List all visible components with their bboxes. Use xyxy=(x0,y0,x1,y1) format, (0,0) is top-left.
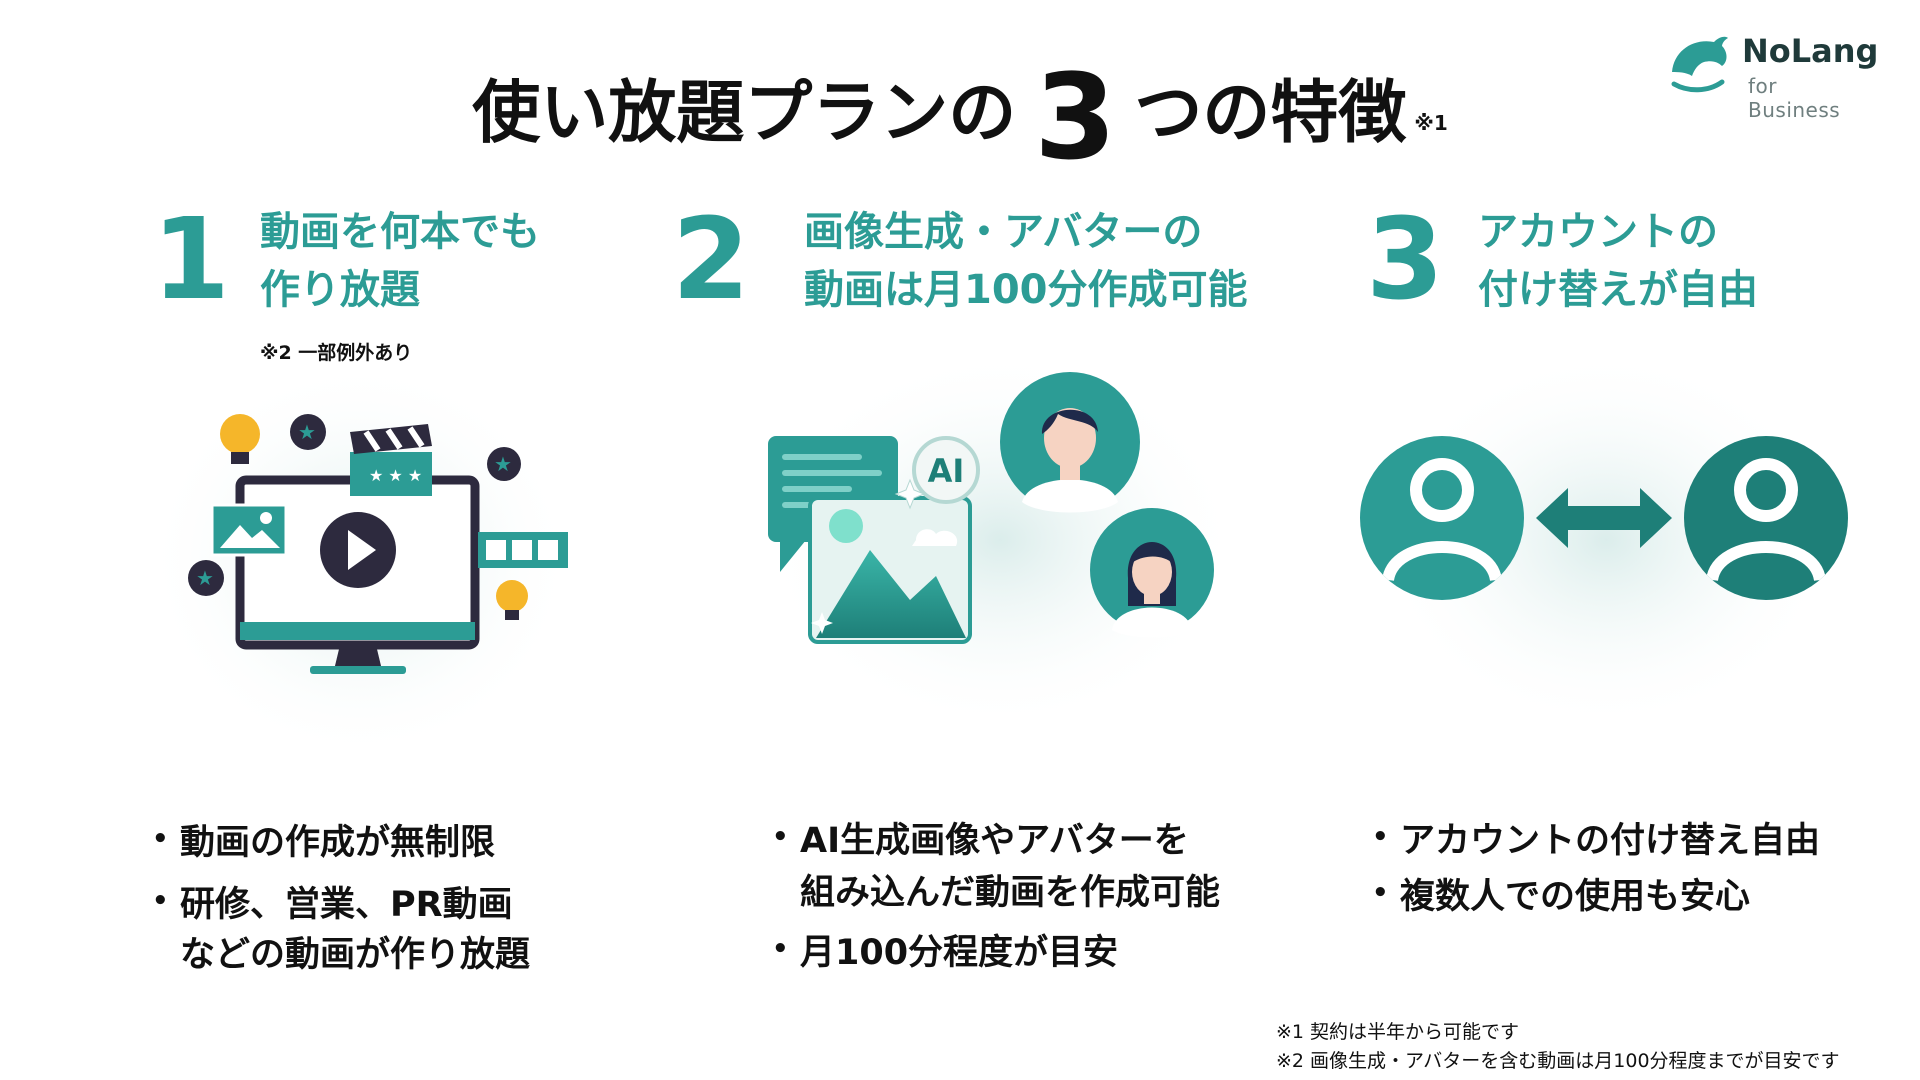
feature-3-number: 3 xyxy=(1366,195,1444,325)
clapperboard-icon: ★ ★ ★ xyxy=(350,424,432,496)
feature-2-line1: 画像生成・アバターの xyxy=(804,209,1203,255)
list-item: •月100分程度が目安 xyxy=(772,933,1119,973)
title-prefix: 使い放題プランの xyxy=(472,74,1017,153)
avatar-man-icon xyxy=(1000,372,1140,513)
footnote-2: ※2 画像生成・アバターを含む動画は月100分程度までが目安です xyxy=(1276,1050,1840,1072)
ai-badge-icon: AI xyxy=(912,436,980,504)
feature-1-line1: 動画を何本でも xyxy=(260,209,540,255)
dolphin-logo-icon xyxy=(1671,36,1728,93)
footnote-1: ※1 契約は半年から可能です xyxy=(1276,1021,1520,1043)
feature-3-line2: 付け替えが自由 xyxy=(1478,267,1758,313)
feature-3-line1: アカウントの xyxy=(1478,209,1718,255)
svg-text:★: ★ xyxy=(196,566,214,590)
list-item-continuation: などの動画が作り放題 xyxy=(180,935,531,975)
user-account-icon xyxy=(1684,436,1848,600)
svg-text:★: ★ xyxy=(494,452,512,476)
star-badge-icon: ★ xyxy=(487,447,521,481)
user-account-icon xyxy=(1360,436,1524,600)
title-note: ※1 xyxy=(1414,111,1448,135)
list-item: •研修、営業、PR動画 xyxy=(152,885,513,925)
feature-1-note: ※2 一部例外あり xyxy=(260,342,413,364)
star-badge-icon: ★ xyxy=(188,560,224,596)
list-item: •複数人での使用も安心 xyxy=(1372,877,1751,917)
logo-name: NoLang xyxy=(1742,32,1879,70)
feature-1-number: 1 xyxy=(152,195,230,325)
sparkle-icon xyxy=(894,478,926,510)
filmstrip-icon xyxy=(478,532,568,568)
lightbulb-icon xyxy=(496,580,528,620)
feature-2-number: 2 xyxy=(672,195,750,325)
list-item-continuation: 組み込んだ動画を作成可能 xyxy=(800,873,1221,913)
title-suffix: つの特徴 xyxy=(1134,74,1407,153)
image-frame-icon xyxy=(210,503,288,557)
svg-text:★ ★ ★: ★ ★ ★ xyxy=(369,466,422,485)
list-item: •AI生成画像やアバターを xyxy=(772,821,1189,861)
list-item: •アカウントの付け替え自由 xyxy=(1372,821,1821,861)
feature-2-line2: 動画は月100分作成可能 xyxy=(804,267,1248,313)
svg-text:AI: AI xyxy=(928,452,965,490)
list-item: •動画の作成が無制限 xyxy=(152,823,496,863)
logo-sub: for Business xyxy=(1748,74,1841,122)
swap-arrow-icon xyxy=(1536,488,1672,548)
feature-1-line2: 作り放題 xyxy=(260,267,420,313)
avatar-woman-icon xyxy=(1090,508,1214,638)
svg-text:★: ★ xyxy=(298,420,316,444)
video-production-illustration: ★ ★ ★ ★ ★ ★ xyxy=(145,360,575,760)
nolang-logo: NoLang for Business xyxy=(1664,32,1878,122)
lightbulb-icon xyxy=(220,414,260,464)
sparkle-icon xyxy=(811,612,833,634)
title-number: 3 xyxy=(1034,48,1117,186)
account-switch-illustration xyxy=(1360,350,1848,730)
ai-image-avatar-illustration: AI xyxy=(760,350,1240,730)
star-badge-icon: ★ xyxy=(290,414,326,450)
footnotes: ※1 契約は半年から可能です ※2 画像生成・アバターを含む動画は月100分程度… xyxy=(1276,1018,1840,1076)
generated-image-icon xyxy=(808,496,972,644)
